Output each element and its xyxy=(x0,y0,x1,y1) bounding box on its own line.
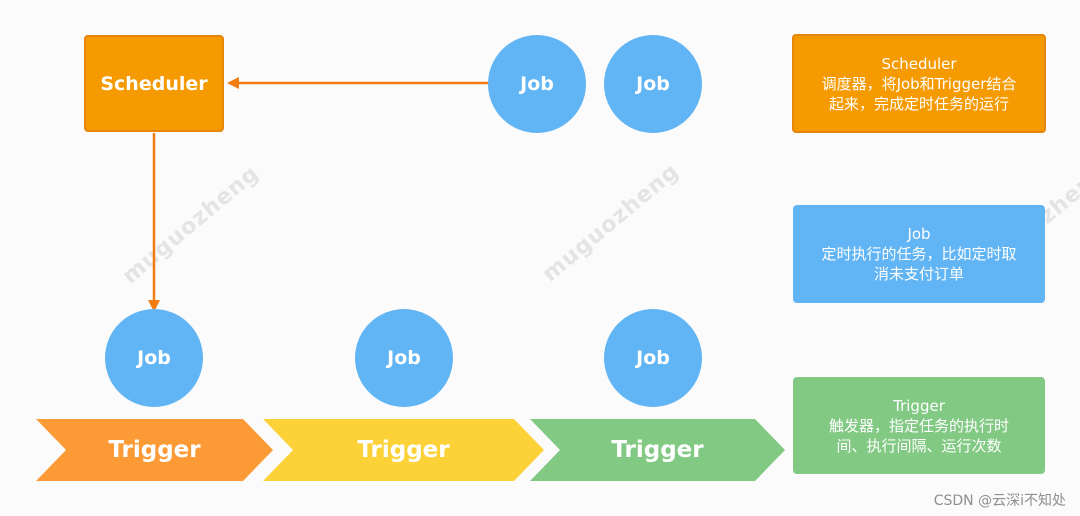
legend-trigger: Trigger 触发器，指定任务的执行时 间、执行间隔、运行次数 xyxy=(793,377,1045,474)
legend-title: Scheduler xyxy=(881,54,957,73)
legend-desc: 定时执行的任务，比如定时取 xyxy=(821,245,1017,263)
trigger-label: Trigger xyxy=(357,437,450,463)
trigger-label: Trigger xyxy=(108,437,201,463)
job-label: Job xyxy=(636,73,670,95)
legend-desc: 消未支付订单 xyxy=(873,265,964,283)
trigger-chevron-1 xyxy=(36,419,273,481)
legend-title: Trigger xyxy=(893,396,945,415)
job-label: Job xyxy=(636,347,670,369)
legend-desc: 间、执行间隔、运行次数 xyxy=(836,436,1002,455)
legend-desc: 起来，完成定时任务的运行 xyxy=(828,94,1009,113)
job-node: Job xyxy=(488,35,586,133)
job-node: Job xyxy=(105,309,203,407)
trigger-label: Trigger xyxy=(611,437,704,463)
job-label: Job xyxy=(520,73,554,95)
csdn-credit: CSDN @云深i不知处 xyxy=(933,493,1066,509)
job-label: Job xyxy=(387,347,421,369)
legend-desc: 调度器，将Job和Trigger结合 xyxy=(821,74,1017,93)
trigger-chevron-3 xyxy=(530,419,785,481)
trigger-chevron-2 xyxy=(263,419,544,481)
job-label: Job xyxy=(137,347,171,369)
legend-job: Job 定时执行的任务，比如定时取 消未支付订单 xyxy=(793,205,1045,303)
job-node: Job xyxy=(604,35,702,133)
legend-desc: 触发器，指定任务的执行时 xyxy=(828,416,1009,435)
legend-scheduler: Scheduler 调度器，将Job和Trigger结合 起来，完成定时任务的运… xyxy=(792,34,1046,133)
scheduler-node: Scheduler xyxy=(84,35,224,132)
scheduler-label: Scheduler xyxy=(100,72,208,95)
legend-title: Job xyxy=(907,225,931,243)
job-node: Job xyxy=(355,309,453,407)
job-node: Job xyxy=(604,309,702,407)
